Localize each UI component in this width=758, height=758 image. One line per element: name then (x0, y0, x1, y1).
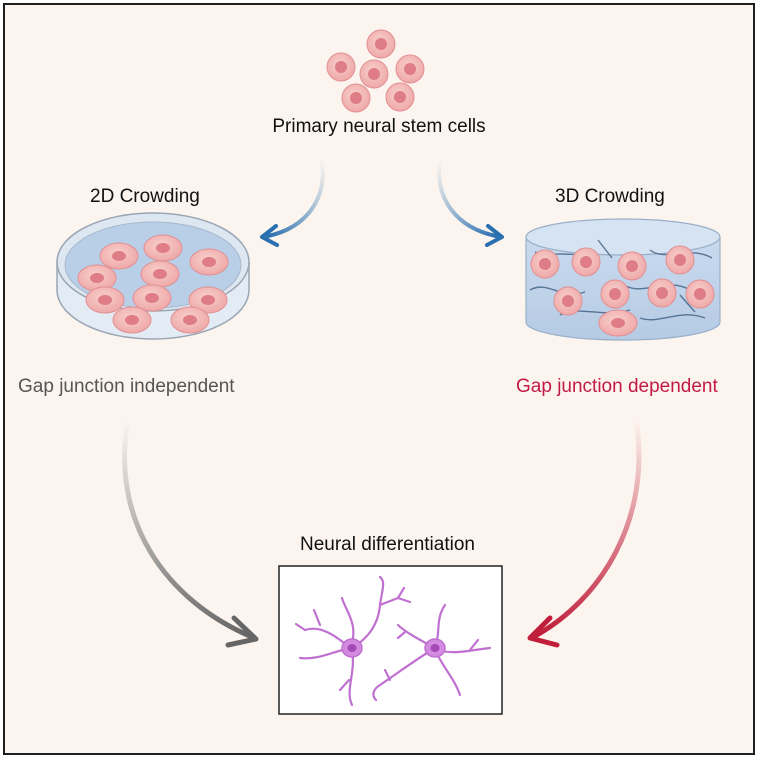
hydrogel-cylinder-icon (525, 218, 721, 341)
neural-differentiation-label: Neural differentiation (300, 534, 475, 555)
neuron-soma (341, 638, 446, 658)
neuron-box (278, 565, 503, 715)
crowding-3d-label: 3D Crowding (555, 186, 665, 207)
petri-dish-icon (56, 212, 250, 340)
gray-arrow-icon (122, 417, 259, 648)
arrow-to-3d-icon (437, 158, 504, 247)
red-arrow-icon (527, 417, 642, 648)
primary-cells-label: Primary neural stem cells (272, 116, 486, 137)
gap-junction-independent-label: Gap junction independent (18, 376, 235, 397)
stem-cell-cluster-icon (326, 29, 425, 113)
arrow-to-2d-icon (260, 158, 325, 247)
gap-junction-dependent-label: Gap junction dependent (516, 376, 718, 397)
crowding-2d-label: 2D Crowding (90, 186, 200, 207)
